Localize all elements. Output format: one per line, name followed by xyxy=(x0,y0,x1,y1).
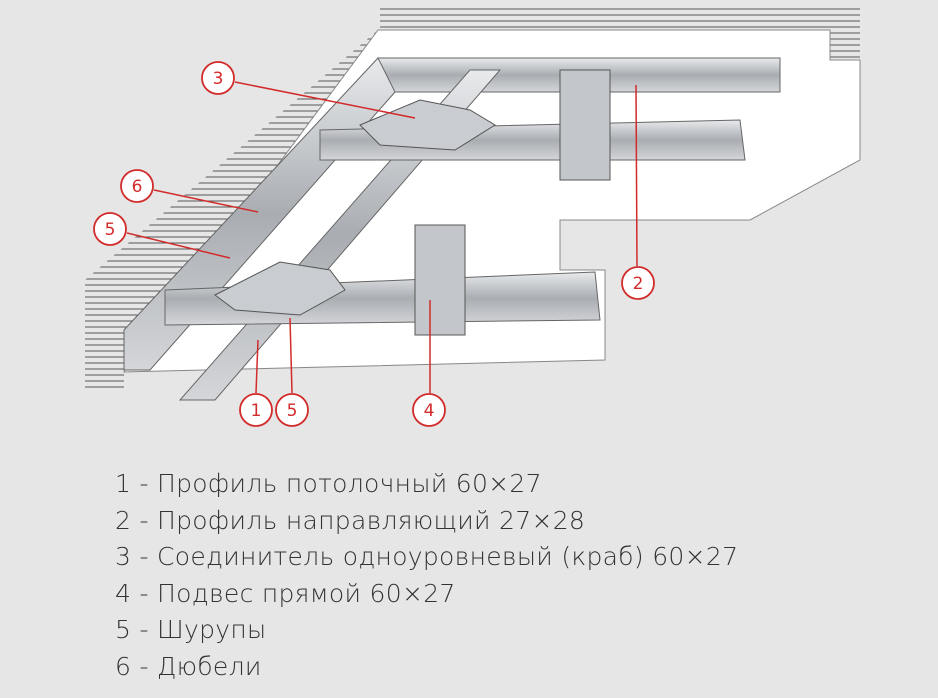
callout-4 xyxy=(412,393,446,427)
callout-label: 3 xyxy=(213,69,224,89)
legend: 1 - Профиль потолочный 60×27 2 - Профиль… xyxy=(115,466,738,686)
callout-label: 4 xyxy=(424,401,435,421)
callout-label: 5 xyxy=(287,401,298,421)
callout-label: 6 xyxy=(132,177,143,197)
legend-item: 5 - Шурупы xyxy=(115,615,267,645)
callout-lines xyxy=(126,81,638,394)
legend-item: 6 - Дюбели xyxy=(115,651,262,681)
callout-5-bottom xyxy=(275,393,309,427)
direct-hanger xyxy=(414,69,611,336)
suspended-ceiling-diagram: 3 6 5 1 5 4 2 xyxy=(85,5,861,427)
callout-2 xyxy=(621,266,655,300)
callout-3 xyxy=(201,61,235,95)
legend-item: 1 - Профиль потолочный 60×27 xyxy=(115,469,542,498)
callout-label: 2 xyxy=(633,274,644,294)
callout-label: 1 xyxy=(251,401,262,421)
callout-1 xyxy=(239,393,273,427)
callout-label: 5 xyxy=(105,220,116,240)
legend-item: 4 - Подвес прямой 60×27 xyxy=(115,578,456,608)
legend-item: 2 - Профиль направляющий 27×28 xyxy=(115,505,586,535)
crab-connector xyxy=(214,99,496,316)
callout-5-left xyxy=(93,212,127,246)
legend-item: 3 - Соединитель одноуровневый (краб) 60×… xyxy=(115,542,739,572)
callout-6 xyxy=(120,169,154,203)
